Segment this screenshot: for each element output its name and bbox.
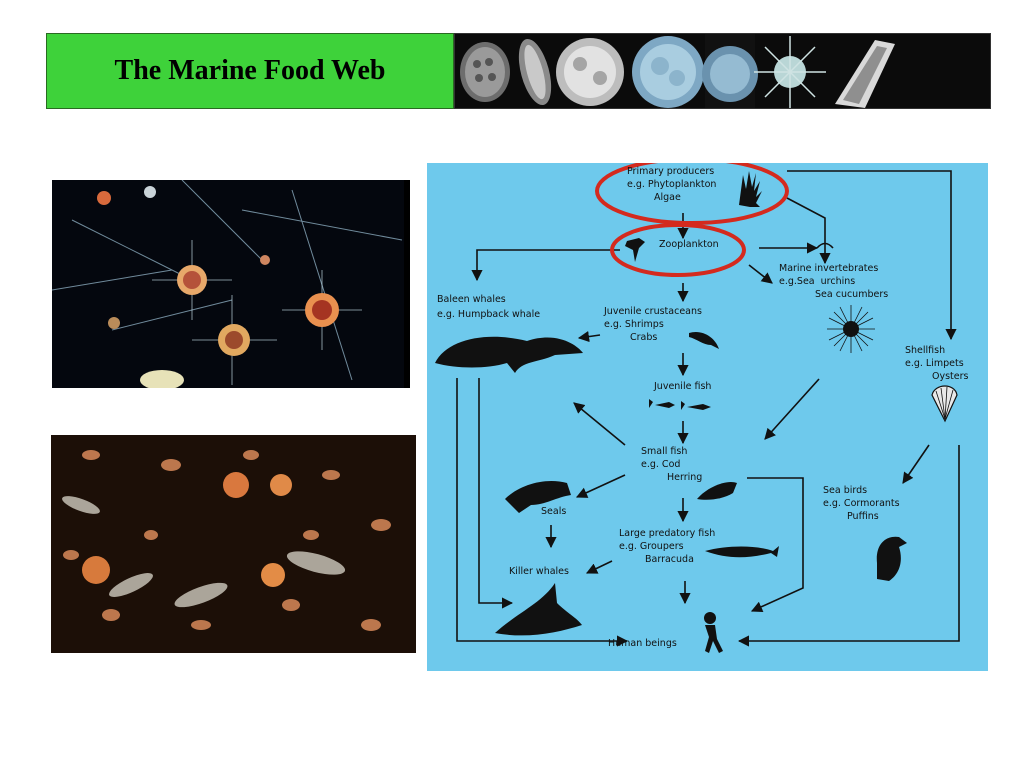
puffin-silhouette: [876, 536, 907, 581]
label-seals: Seals: [541, 506, 567, 517]
arrow-smallfish-baleen: [573, 402, 626, 446]
banner-coccolith-3: [632, 36, 704, 108]
label-primary-example: e.g. Phytoplankton: [627, 179, 717, 190]
banner-radiolarian: [754, 36, 826, 108]
arrow-largefish-killer: [585, 560, 613, 574]
seal-silhouette: [505, 480, 571, 513]
arrow-shellfish-seabirds: [902, 444, 930, 484]
highlight-primary-producers: [595, 163, 789, 225]
label-crustaceans-crabs: Crabs: [630, 332, 658, 343]
banner-coccolith-1: [460, 42, 510, 102]
arrow-invertebrates-smallfish: [764, 378, 820, 440]
label-large-fish-barracuda: Barracuda: [645, 554, 694, 565]
label-primary-producers: Primary producers: [627, 166, 715, 177]
label-large-predatory-fish: Large predatory fish: [619, 528, 716, 539]
label-human-beings: Human beings: [608, 638, 677, 649]
arrow-crustaceans-baleen: [577, 331, 601, 343]
label-baleen: Baleen whales: [437, 294, 506, 305]
arrow-smallfish-human: [747, 477, 804, 612]
herring-silhouette: [697, 481, 737, 500]
label-shellfish-example: e.g. Limpets: [905, 358, 964, 369]
label-sea-birds-example: e.g. Cormorants: [823, 498, 900, 509]
baleen-whale-silhouette: [435, 336, 583, 373]
arrow-smallfish-seals: [575, 474, 626, 498]
arrow-primary-invertebrates: [786, 197, 831, 265]
banner-diatom-1: [518, 38, 552, 106]
label-small-fish-example: e.g. Cod: [641, 459, 681, 470]
human-silhouette: [704, 612, 723, 653]
label-invertebrates-cucumbers: Sea cucumbers: [815, 289, 889, 300]
arrow-baleen-human: [456, 378, 629, 647]
arrow-zooplankton-invertebrates: [748, 264, 773, 284]
shrimp-silhouette: [689, 331, 719, 349]
label-small-fish-herring: Herring: [667, 472, 703, 483]
label-primary-algae: Algae: [654, 192, 681, 203]
plankton-banner-image: [454, 33, 991, 109]
radiolarian-plankton-photo: [52, 180, 410, 388]
arrow-crossover: [816, 242, 834, 249]
label-baleen-example: e.g. Humpback whale: [437, 309, 541, 320]
label-shellfish: Shellfish: [905, 345, 946, 356]
oyster-shell-silhouette: [931, 385, 958, 423]
slide-title-box: The Marine Food Web: [46, 33, 454, 109]
banner-coccolith-2: [556, 38, 624, 106]
arrow-shellfish-human: [737, 445, 960, 647]
marine-food-web-diagram: Primary producers e.g. Phytoplankton Alg…: [427, 163, 988, 671]
label-juvenile-fish: Juvenile fish: [654, 381, 712, 392]
label-juvenile-crustaceans: Juvenile crustaceans: [604, 306, 702, 317]
label-invertebrates: Marine invertebrates: [779, 263, 879, 274]
banner-coccolith-4: [702, 34, 758, 108]
label-sea-birds-puffins: Puffins: [847, 511, 879, 522]
arrow-primary-shellfish: [787, 170, 957, 341]
arrow-baleen-killer: [478, 378, 514, 609]
zooplankton-photo: [51, 435, 416, 653]
banner-diatom-2: [835, 40, 895, 108]
slide-title: The Marine Food Web: [114, 55, 386, 86]
zooplankton-silhouette: [622, 231, 649, 262]
highlight-zooplankton: [610, 223, 746, 277]
label-small-fish: Small fish: [641, 446, 688, 457]
label-invertebrates-example: e.g.Sea urchins: [779, 276, 856, 287]
juvenile-fish-silhouette-1: [649, 399, 675, 408]
label-large-fish-example: e.g. Groupers: [619, 541, 684, 552]
label-crustaceans-example: e.g. Shrimps: [604, 319, 664, 330]
label-shellfish-oysters: Oysters: [932, 371, 969, 382]
arrow-zooplankton-baleen: [471, 249, 620, 282]
killer-whale-silhouette: [495, 583, 582, 636]
label-killer-whales: Killer whales: [509, 566, 569, 577]
food-web-arrows: [456, 170, 960, 647]
label-sea-birds: Sea birds: [823, 485, 868, 496]
label-zooplankton: Zooplankton: [659, 239, 719, 250]
juvenile-fish-silhouette-2: [681, 401, 711, 410]
sea-urchin-silhouette: [827, 305, 875, 353]
algae-silhouette: [739, 171, 762, 207]
barracuda-silhouette: [705, 546, 779, 558]
